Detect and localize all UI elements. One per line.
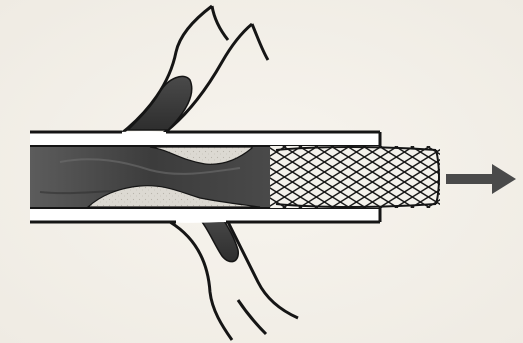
lower-branch-vessel (170, 214, 298, 340)
arrow-right-icon (446, 164, 516, 194)
upper-branch-vessel (118, 6, 268, 136)
